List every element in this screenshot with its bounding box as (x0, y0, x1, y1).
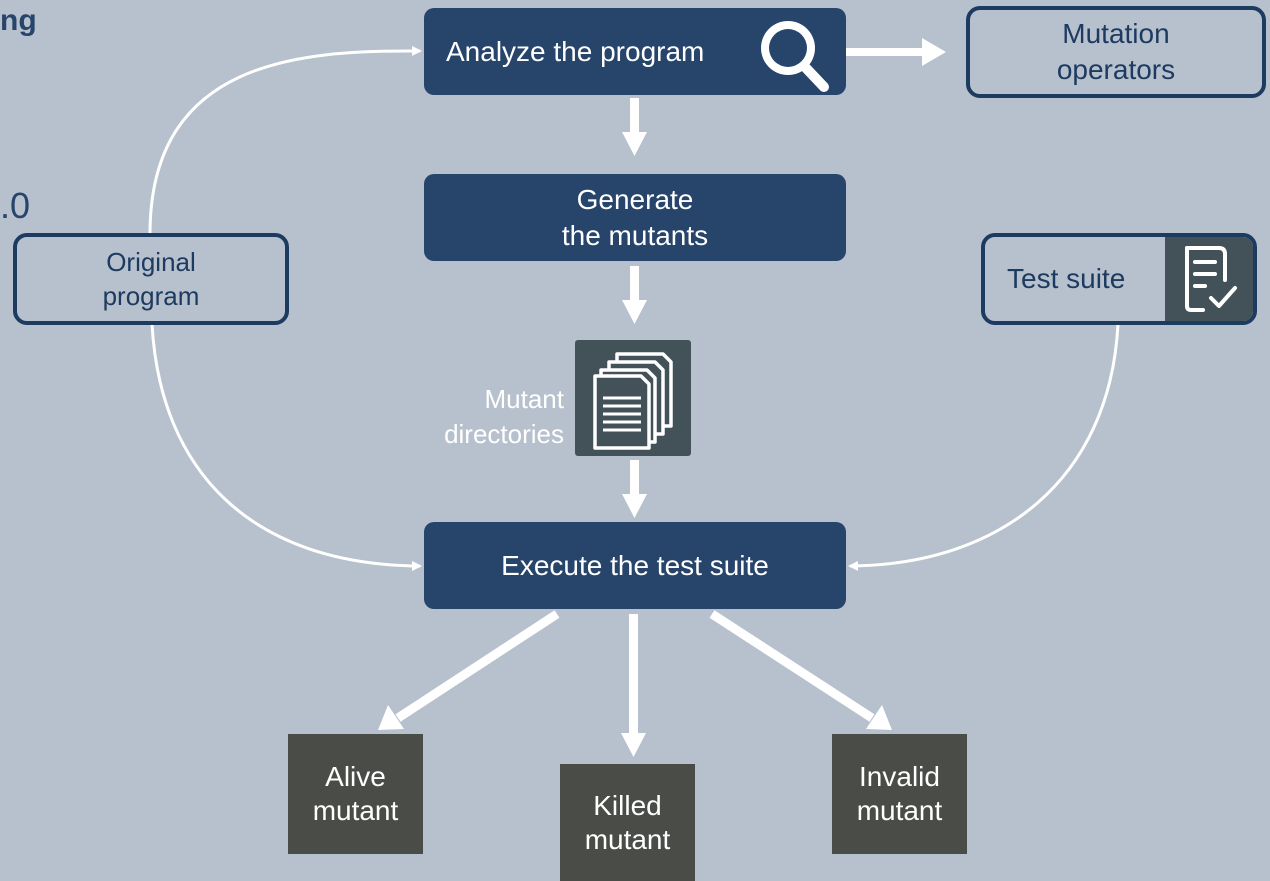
arrow-directories-to-execute (622, 460, 647, 518)
alive-mutant-line1: Alive (325, 761, 386, 792)
arrow-execute-to-invalid (709, 610, 892, 730)
arrow-analyze-to-generate (622, 98, 647, 156)
analyze-program-label: Analyze the program (446, 35, 705, 67)
generate-mutants-line2: the mutants (561, 219, 709, 251)
original-program-line1: Original (106, 247, 196, 277)
invalid-mutant-line2: mutant (856, 795, 943, 826)
execute-test-suite-label: Execute the test suite (501, 549, 769, 581)
test-suite-box: Test suite (981, 233, 1257, 325)
killed-mutant-line2: mutant (584, 823, 671, 855)
arrow-execute-to-killed (621, 614, 646, 757)
original-program-line2: program (102, 281, 200, 311)
original-program-box: Original program (13, 233, 289, 325)
mutation-operators-line2: operators (1056, 54, 1176, 85)
killed-mutant-line1: Killed (593, 789, 662, 821)
partial-version-text: .0 (0, 185, 31, 226)
mutant-directories-line2: directories (444, 419, 564, 449)
invalid-mutant-line1: Invalid (859, 761, 940, 792)
test-suite-label: Test suite (1007, 263, 1126, 294)
mutant-directories-label: Mutant directories (410, 382, 564, 452)
execute-test-suite-box: Execute the test suite (424, 522, 846, 609)
partial-heading-text: ng (0, 4, 37, 37)
documents-stack-icon (575, 340, 691, 456)
loop-arrow-original-to-analyze (148, 45, 422, 235)
alive-mutant-line2: mutant (312, 795, 399, 826)
killed-mutant-box: Killed mutant (560, 764, 695, 881)
arrow-analyze-to-operators (832, 38, 946, 66)
alive-mutant-box: Alive mutant (288, 734, 423, 854)
loop-arrow-testsuite-to-execute (848, 323, 1120, 571)
generate-mutants-box: Generate the mutants (424, 174, 846, 261)
search-icon (754, 14, 832, 103)
mutant-directories-line1: Mutant (484, 384, 565, 414)
arrow-generate-to-directories (622, 266, 647, 324)
analyze-program-box: Analyze the program (424, 8, 846, 95)
mutation-operators-line1: Mutation (1062, 18, 1170, 49)
invalid-mutant-box: Invalid mutant (832, 734, 967, 854)
loop-arrow-original-to-execute (150, 323, 422, 571)
generate-mutants-line1: Generate (576, 183, 694, 215)
arrow-execute-to-alive (378, 610, 560, 730)
checklist-icon (1165, 237, 1253, 321)
mutation-operators-box: Mutation operators (966, 6, 1266, 98)
